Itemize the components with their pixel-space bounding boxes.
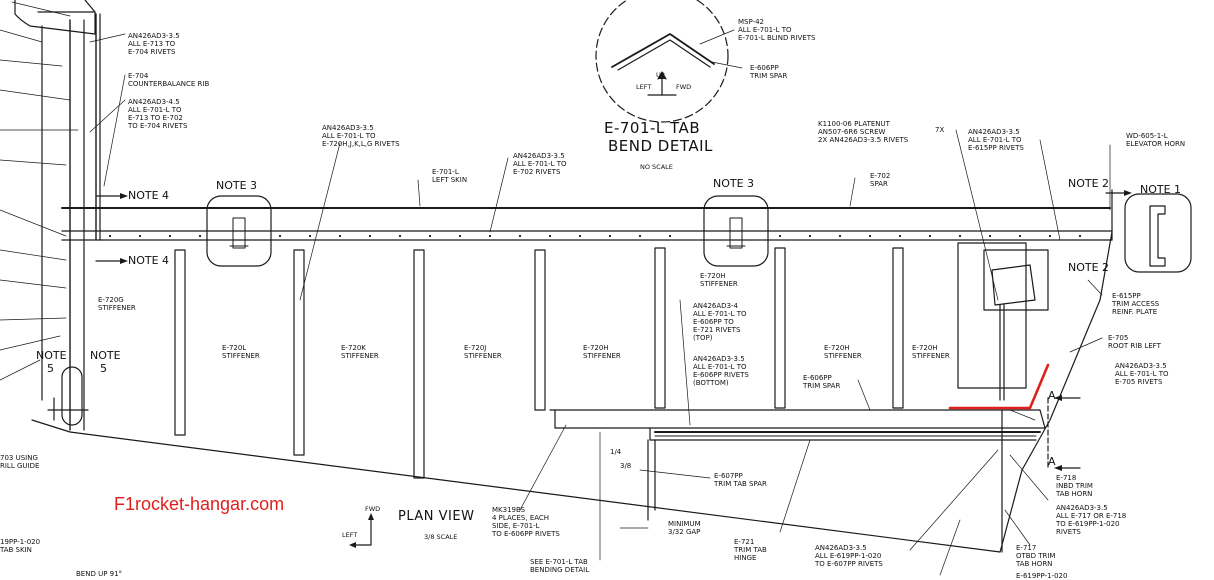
callout-e606pp-detail: E-606PP TRIM SPAR xyxy=(750,64,788,80)
callout-an426-e717-e718: AN426AD3-3.5 ALL E-717 OR E-718 TO E-619… xyxy=(1056,504,1127,536)
callout-an426-e701-e713: AN426AD3-4.5 ALL E-701-L TO E-713 TO E-7… xyxy=(128,98,188,130)
callout-an426-e615pp: AN426AD3-3.5 ALL E-701-L TO E-615PP RIVE… xyxy=(968,128,1024,152)
note-4-bottom: NOTE 4 xyxy=(128,254,170,267)
plan-view-title: PLAN VIEW xyxy=(398,509,475,524)
callout-e720g: E-720G STIFFENER xyxy=(98,296,136,312)
callout-e606pp-trim-spar: E-606PP TRIM SPAR xyxy=(803,374,841,390)
trim-access-plate xyxy=(957,242,1027,389)
callout-elevator-horn: WD-605-1-L ELEVATOR HORN xyxy=(1126,132,1186,148)
bend-highlight xyxy=(948,363,1050,410)
note-5-right-number: 5 xyxy=(100,362,107,375)
callout-tab-skin: 19PP-1-020 TAB SKIN xyxy=(0,538,41,554)
callout-e619pp: E-619PP-1-020 xyxy=(1016,572,1068,580)
note-4-top: NOTE 4 xyxy=(128,189,170,202)
bend-detail-circle xyxy=(595,0,729,123)
spar-rivets xyxy=(108,234,1082,238)
callout-an426-e705: AN426AD3-3.5 ALL E-701-L TO E-705 RIVETS xyxy=(1115,362,1169,386)
plan-view-scale: 3/8 SCALE xyxy=(424,533,458,541)
callout-an426-e607pp: AN426AD3-3.5 ALL E-619PP-1-020 TO E-607P… xyxy=(815,544,883,568)
callout-e720l: E-720L STIFFENER xyxy=(222,344,260,360)
section-mark-a-top: A xyxy=(1048,389,1056,402)
callout-e607pp: E-607PP TRIM TAB SPAR xyxy=(714,472,767,488)
counterbalance-leading-edge xyxy=(14,0,96,35)
stiffeners xyxy=(174,247,904,479)
hinge-cutout-left xyxy=(206,195,272,267)
callout-e720h-4: E-720H STIFFENER xyxy=(912,344,950,360)
callout-see-bend-detail: SEE E-701-L TAB BENDING DETAIL xyxy=(530,558,590,574)
callout-an426-e702-rivets: AN426AD3-3.5 ALL E-701-L TO E-702 RIVETS xyxy=(513,152,567,176)
callout-min-gap: MINIMUM 3/32 GAP xyxy=(668,520,701,536)
callout-e720h-1: E-720H STIFFENER xyxy=(583,344,621,360)
callout-an426-e606pp-bottom: AN426AD3-3.5 ALL E-701-L TO E-606PP RIVE… xyxy=(693,355,749,387)
callout-msp42: MSP-42 ALL E-701-L TO E-701-L BLIND RIVE… xyxy=(738,18,816,42)
section-mark-a-bottom: A xyxy=(1048,455,1056,468)
callout-e720h-2: E-720H STIFFENER xyxy=(700,272,738,288)
callout-e705: E-705 ROOT RIB LEFT xyxy=(1108,334,1161,350)
dim-quarter: 1/4 xyxy=(610,448,622,456)
callout-7x: 7X xyxy=(935,126,945,134)
bend-detail-subtitle: BEND DETAIL xyxy=(608,137,713,155)
trim-tab-outline xyxy=(549,409,1046,441)
callout-e702-spar: E-702 SPAR xyxy=(870,172,891,188)
callout-an426-e713-e704: AN426AD3-3.5 ALL E-713 TO E-704 RIVETS xyxy=(128,32,180,56)
callout-bend-up: BEND UP 91° xyxy=(76,570,123,578)
dim-three-eighths: 3/8 xyxy=(620,462,632,470)
note-3-left: NOTE 3 xyxy=(216,179,258,192)
callout-mk319bs: MK319BS 4 PLACES, EACH SIDE, E-701-L TO … xyxy=(492,506,560,538)
callout-e615pp: E-615PP TRIM ACCESS REINF. PLATE xyxy=(1112,292,1160,316)
watermark: F1rocket-hangar.com xyxy=(114,494,285,514)
callout-an426-e720-rivets: AN426AD3-3.5 ALL E-701-L TO E-720H,J,K,L… xyxy=(322,124,400,148)
callout-drill-guide: 703 USING RILL GUIDE xyxy=(0,454,40,470)
note-5-right-label: NOTE xyxy=(90,349,121,362)
note-2-top: NOTE 2 xyxy=(1068,177,1110,190)
compass-left: LEFT xyxy=(342,531,358,539)
hinge-cutout-right xyxy=(703,195,769,267)
callout-e704-counterbalance-rib: E-704 COUNTERBALANCE RIB xyxy=(128,72,210,88)
note-3-right: NOTE 3 xyxy=(713,177,755,190)
bend-detail-fwd: FWD xyxy=(676,83,692,91)
callout-e721-hinge: E-721 TRIM TAB HINGE xyxy=(734,538,767,562)
callout-platenut: K1100-06 PLATENUT AN507-6R6 SCREW 2X AN4… xyxy=(818,120,909,144)
bend-detail-scale: NO SCALE xyxy=(640,163,673,171)
elevator-outline xyxy=(31,231,1113,553)
callout-e720k: E-720K STIFFENER xyxy=(341,344,379,360)
compass-fwd: FWD xyxy=(365,505,381,513)
callout-e718: E-718 INBD TRIM TAB HORN xyxy=(1056,474,1093,498)
callout-left-skin: E-701-L LEFT SKIN xyxy=(432,168,468,184)
bend-detail-title: E-701-L TAB xyxy=(604,119,701,137)
callout-an426-e721-top: AN426AD3-4 ALL E-701-L TO E-606PP TO E-7… xyxy=(693,302,747,342)
callout-e720j: E-720J STIFFENER xyxy=(464,344,502,360)
callout-e720h-3: E-720H STIFFENER xyxy=(824,344,862,360)
callout-e717: E-717 OTBD TRIM TAB HORN xyxy=(1016,544,1056,568)
elevator-horn-outline xyxy=(1124,193,1192,273)
note-2-bottom: NOTE 2 xyxy=(1068,261,1110,274)
note-5-left-number: 5 xyxy=(47,362,54,375)
note-5-left-label: NOTE xyxy=(36,349,67,362)
bend-detail-up: UP xyxy=(656,71,665,79)
note-1: NOTE 1 xyxy=(1140,183,1182,196)
bend-detail-left: LEFT xyxy=(636,83,652,91)
